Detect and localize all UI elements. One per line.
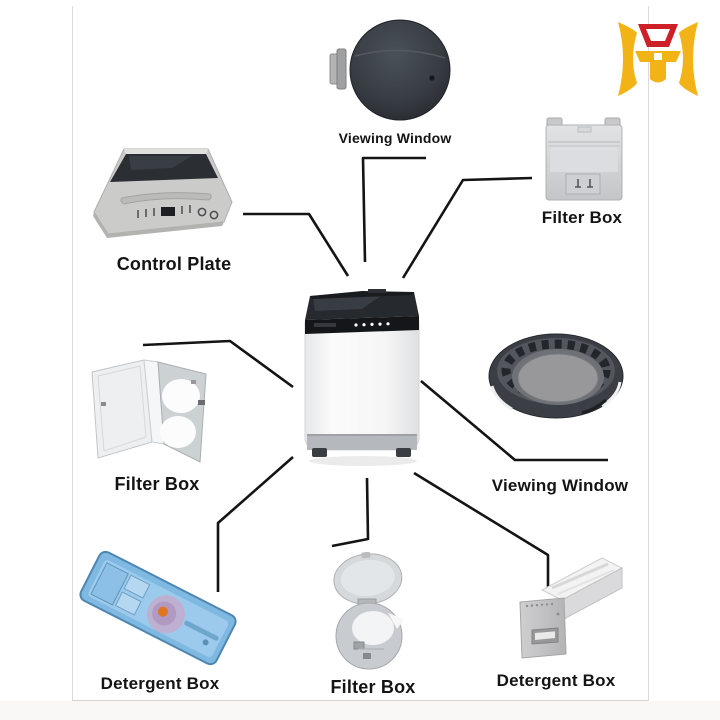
detergent-box-bottom-left-label: Detergent Box <box>100 674 220 693</box>
connector-detergent-box-bottom-right <box>413 471 550 590</box>
frame-line-right <box>648 6 649 701</box>
connector-filter-box-bottom-center <box>331 477 370 548</box>
connector-detergent-box-bottom-left <box>216 456 294 592</box>
connector-viewing-window-top <box>361 156 426 263</box>
connector-viewing-window-middle-right <box>420 380 608 462</box>
bottom-margin-strip <box>0 701 720 720</box>
connector-filter-box-middle-left <box>142 339 294 389</box>
filter-box-middle-left-label: Filter Box <box>114 474 200 494</box>
filter-box-bottom-center-label: Filter Box <box>330 677 416 697</box>
connector-filter-box-top-right <box>401 176 533 279</box>
viewing-window-top-image <box>329 19 451 121</box>
filter-box-middle-left-image <box>91 359 207 463</box>
brand-h-logo <box>618 22 698 96</box>
filter-box-top-right-image <box>545 117 623 201</box>
detergent-box-bottom-right-image <box>519 557 624 659</box>
frame-line-bottom <box>72 700 648 701</box>
connector-control-plate <box>243 212 350 277</box>
viewing-window-middle-right-image <box>488 333 624 419</box>
viewing-window-middle-right-label: Viewing Window <box>491 476 629 495</box>
detergent-box-bottom-left-image <box>79 550 237 666</box>
frame-line-left <box>72 6 73 701</box>
control-plate-image <box>93 148 233 238</box>
control-plate-label: Control Plate <box>116 254 232 274</box>
viewing-window-top-label: Viewing Window <box>338 130 452 146</box>
washing-machine-image <box>304 289 420 466</box>
filter-box-top-right-label: Filter Box <box>541 208 623 227</box>
detergent-box-bottom-right-label: Detergent Box <box>496 671 616 690</box>
filter-box-bottom-center-image <box>333 552 404 670</box>
